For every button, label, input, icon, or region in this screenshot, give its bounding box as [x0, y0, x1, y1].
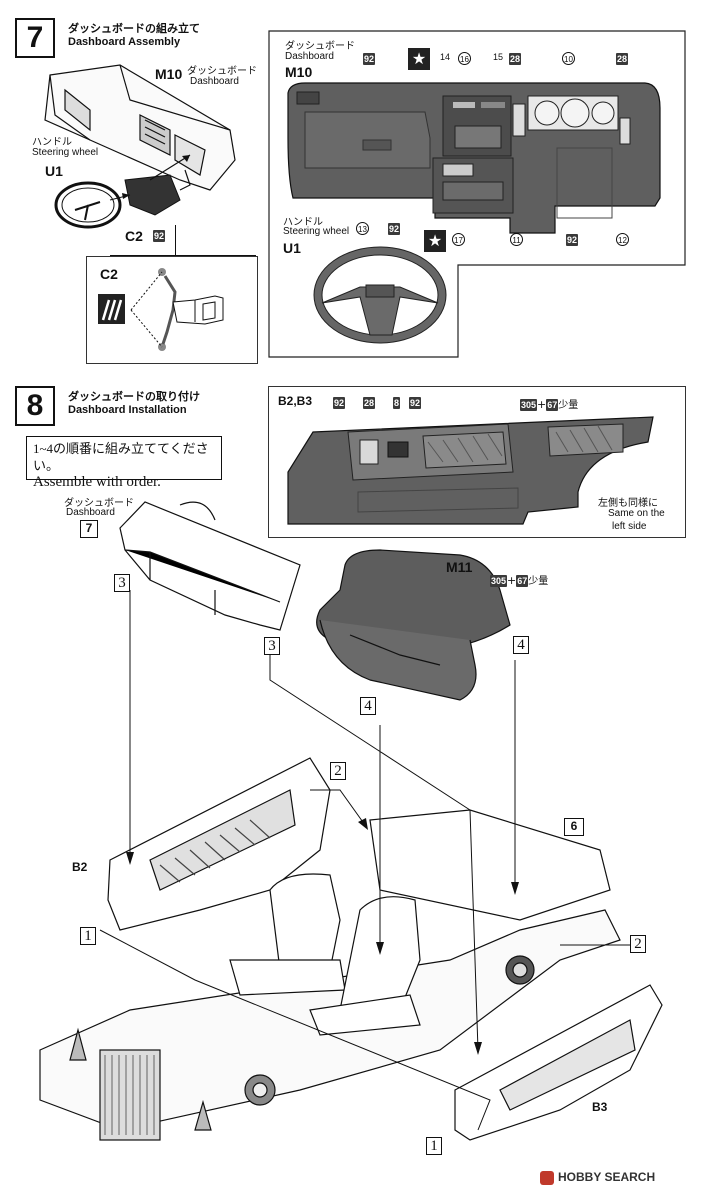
door-mix-67: 67: [546, 399, 559, 411]
callout-12: 12: [616, 233, 629, 246]
star-icon-wheel: ★: [424, 230, 446, 252]
same-left-en-1: Same on the: [608, 508, 665, 519]
dashboard-exploded-diagram: [44, 64, 236, 229]
seat-mix-suffix: 少量: [528, 576, 549, 587]
panel-u1-code: U1: [283, 240, 301, 256]
step-7-title-en: Dashboard Assembly: [68, 36, 181, 48]
assembly-order-note: 1~4の順番に組み立ててください。 Assemble with order.: [26, 436, 222, 490]
seq-2-right: 2: [630, 935, 646, 953]
step-8-number: 8: [15, 386, 55, 426]
door-panel-label: B2,B3: [278, 394, 313, 408]
door-mix-spec: 305+67少量: [520, 396, 578, 411]
note-en: Assemble with order.: [33, 474, 161, 490]
c2-detail-drawing: [98, 268, 224, 351]
door-callout-92-b: 92: [409, 397, 422, 409]
b3-label: B3: [592, 1100, 608, 1114]
dash-step-ref: 7: [80, 520, 98, 538]
callout-13: 13: [356, 222, 369, 235]
watermark-text: HOBBY SEARCH: [558, 1170, 656, 1184]
watermark-logo: HOBBY SEARCH: [540, 1170, 655, 1185]
callout-16: 16: [458, 52, 471, 65]
same-left-en-2: left side: [612, 521, 647, 532]
same-left-jp: 左側も同様に: [598, 498, 658, 509]
callout-92-wheel: 92: [388, 223, 401, 235]
seat-m11-code: M11: [446, 559, 473, 575]
m10-code-left: M10: [155, 66, 183, 82]
callout-14: 14: [440, 52, 451, 62]
door-mix-plus: +: [537, 398, 547, 411]
step-8-title-en: Dashboard Installation: [68, 404, 187, 416]
c2-detail-label: C2: [100, 266, 118, 282]
seq-2-top: 2: [330, 762, 346, 780]
dashboard-color-drawing: [287, 82, 661, 234]
door-callout-92-a: 92: [333, 397, 346, 409]
panel-m10-jp: ダッシュボード: [285, 41, 355, 52]
callout-92-b: 92: [566, 234, 579, 246]
watermark-icon: [540, 1170, 554, 1185]
detail-leader-1: [175, 225, 176, 255]
seat-mix-305: 305: [490, 575, 508, 587]
callout-10: 10: [562, 52, 575, 65]
dash-en-label: Dashboard: [66, 507, 115, 518]
panel-m10-code: M10: [285, 64, 313, 80]
main-assembly-drawing: [39, 501, 663, 1141]
seq-1-bottom: 1: [426, 1137, 442, 1155]
seat-mix-67: 67: [516, 575, 529, 587]
door-mix-305: 305: [520, 399, 538, 411]
c2-code-left: C2: [125, 228, 143, 244]
star-icon-top: ★: [408, 48, 430, 70]
callout-28-b: 28: [616, 53, 629, 65]
seq-1-left: 1: [80, 927, 96, 945]
door-panel-drawing: [287, 416, 654, 525]
step-7-title-jp: ダッシュボードの組み立て: [68, 22, 200, 35]
m10-en-left: Dashboard: [190, 76, 239, 87]
steering-wheel-drawing: [313, 246, 447, 344]
seq-3-left: 3: [114, 574, 130, 592]
paint-92-left: 92: [153, 230, 166, 242]
note-jp: 1~4の順番に組み立ててください。: [33, 441, 209, 473]
callout-92-a: 92: [363, 53, 376, 65]
step-7-number: 7: [15, 18, 55, 58]
panel-m10-en: Dashboard: [285, 51, 334, 62]
callout-15: 15: [493, 52, 504, 62]
seq-4-right: 4: [513, 636, 529, 654]
wheel-jp-left: ハンドル: [32, 137, 72, 148]
door-callout-8: 8: [393, 397, 401, 409]
seat-mix-plus: +: [507, 574, 517, 587]
dash-jp-label: ダッシュボード: [64, 498, 134, 509]
wheel-en-left: Steering wheel: [32, 147, 99, 158]
step-8-title-jp: ダッシュボードの取り付け: [68, 390, 200, 403]
panel-wheel-jp: ハンドル: [283, 217, 323, 228]
callout-17: 17: [452, 233, 465, 246]
seq-4-mid: 4: [360, 697, 376, 715]
door-mix-suffix: 少量: [558, 400, 579, 411]
u1-code-left: U1: [45, 163, 63, 179]
seq-3-mid: 3: [264, 637, 280, 655]
door-callout-28: 28: [363, 397, 376, 409]
panel-wheel-en: Steering wheel: [283, 226, 350, 237]
step-6-ref: 6: [564, 818, 584, 836]
callout-28-a: 28: [509, 53, 522, 65]
callout-11: 11: [510, 233, 523, 246]
b2-label: B2: [72, 860, 88, 874]
m10-jp-left: ダッシュボード: [187, 66, 257, 77]
detail-leader-2: [110, 255, 256, 256]
seat-mix-spec: 305+67少量: [490, 572, 548, 587]
